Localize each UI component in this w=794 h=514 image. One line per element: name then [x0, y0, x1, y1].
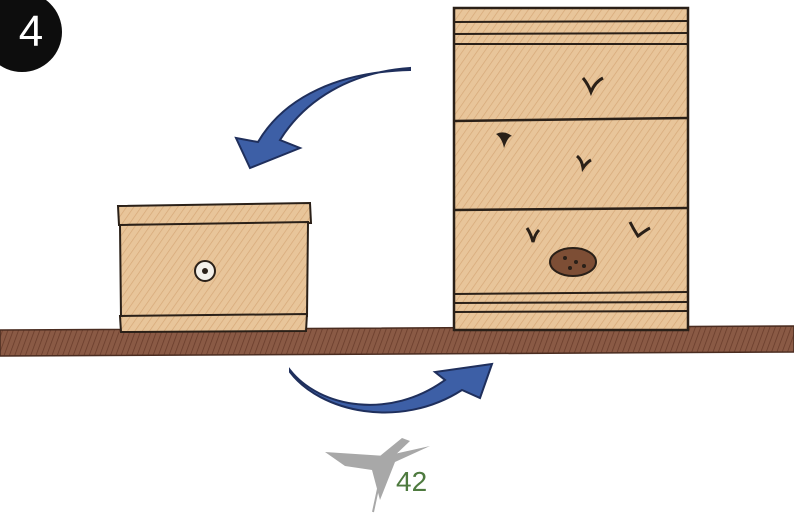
tall-nest-stack [454, 8, 688, 330]
mud-plug [550, 248, 596, 276]
entrance-hole-icon [195, 261, 215, 281]
curved-arrow-right-icon [290, 364, 492, 412]
small-nest-box [118, 203, 311, 332]
page-number: 42 [396, 466, 427, 498]
curved-arrow-left-icon [236, 68, 410, 168]
